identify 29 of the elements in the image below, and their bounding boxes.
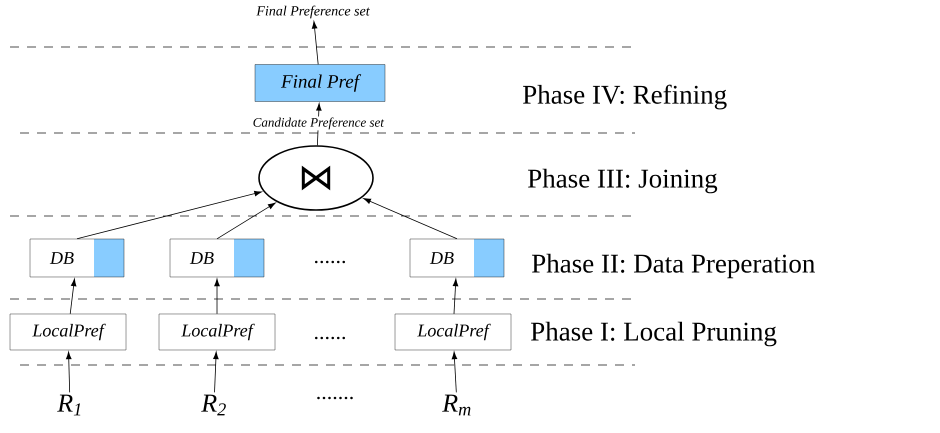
arrow: [70, 278, 76, 314]
database-box: DB: [170, 238, 264, 278]
ellipsis: .......: [317, 396, 353, 400]
process-box: LocalPref: [394, 314, 512, 350]
arrow: [363, 198, 458, 240]
output-label: Final Preference set: [256, 6, 370, 18]
phase-label: Phase III: Joining: [528, 168, 718, 194]
phase-label: Phase II: Data Preperation: [532, 254, 815, 278]
ellipsis: ......: [314, 260, 346, 264]
ellipsis: ......: [314, 336, 346, 340]
arrow: [66, 352, 72, 393]
process-box: Final Pref: [254, 64, 386, 102]
phase-label: Phase I: Local Pruning: [531, 322, 776, 346]
arrow: [76, 190, 262, 240]
arrow: [214, 278, 220, 314]
arrow: [452, 278, 458, 314]
process-box: LocalPref: [158, 314, 276, 350]
database-box: DB: [30, 238, 124, 278]
phase-label: Phase IV: Refining: [523, 84, 727, 110]
arrow: [213, 352, 219, 393]
input-label: R$_{2}$: [201, 394, 226, 416]
input-label: R$_{1}$: [57, 394, 80, 416]
edge-label: Candidate Preference set: [252, 116, 385, 130]
arrow: [452, 352, 458, 393]
database-box: DB: [410, 238, 504, 278]
arrow: [312, 21, 319, 65]
input-label: R$_{m}$: [442, 394, 470, 416]
process-box: LocalPref: [10, 314, 126, 350]
arrow: [216, 202, 276, 240]
